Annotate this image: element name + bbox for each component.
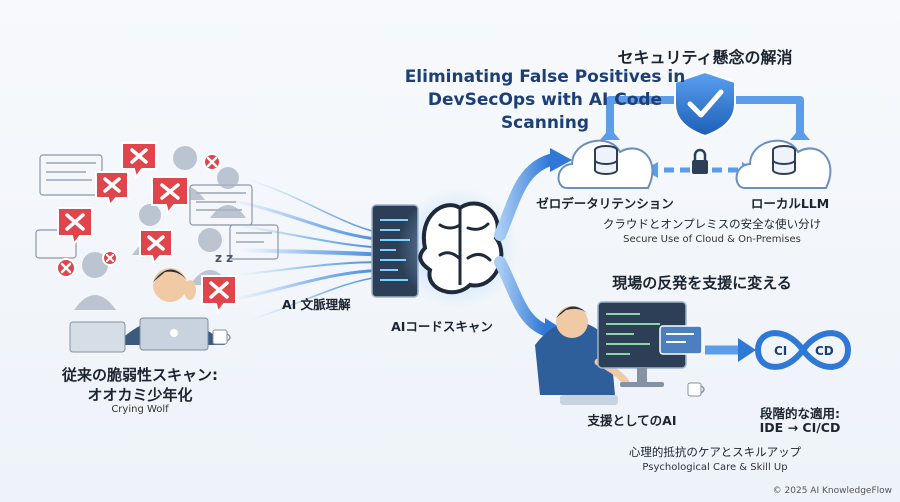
bottom-right-caption-jp: 心理的抵抗のケアとスキルアップ [628,445,802,459]
diagram-title: Eliminating False Positives in DevSecOps… [404,67,686,133]
coffee-icon [687,382,705,397]
cd-label: CD [815,344,834,358]
x-alert-icon [56,142,237,315]
copyright-footer: © 2025 AI KnowledgeFlow [772,486,892,496]
bottom-right-heading: 現場の反発を支援に変える [612,274,792,292]
left-heading-line1: 従来の脆弱性スキャン: [62,366,218,384]
stepwise-line1: 段階的な適用: [760,406,840,421]
top-right-caption-jp: クラウドとオンプレミスの安全な使い分け [602,217,822,231]
stepwise-line2: IDE → CI/CD [759,420,841,435]
top-right-caption-en: Secure Use of Cloud & On-Premises [623,234,801,245]
frustrated-developer [115,268,225,351]
chaos-scene: z z [35,142,279,353]
laptop-icon [69,321,126,353]
arrow-to-cicd [705,338,756,362]
lock-icon [692,148,708,174]
monitor-icon [597,301,703,387]
shield-check-icon [674,70,736,138]
infinity-loop-icon: CI CD [754,330,852,370]
zero-retention-label: ゼロデータリテンション [536,196,674,211]
left-subtitle: Crying Wolf [111,404,169,415]
supported-developer [535,306,630,405]
left-heading-line2: オオカミ少年化 [87,386,193,404]
svg-text:z z: z z [215,251,233,265]
ai-context-label: AI 文脈理解 [282,297,351,312]
ai-flow-beams [229,179,386,321]
top-right-heading: セキュリティ懸念の解消 [617,48,793,67]
flow-arrows [494,154,556,336]
coffee-icon [212,329,231,345]
ci-label: CI [774,344,787,358]
support-ai-label: 支援としてのAI [587,413,677,428]
ai-scanner-label: AIコードスキャン [391,319,493,334]
database-icon [594,145,796,175]
bottom-right-caption-en: Psychological Care & Skill Up [642,462,788,473]
local-llm-label: ローカルLLM [750,196,830,211]
brain-icon [418,201,504,295]
